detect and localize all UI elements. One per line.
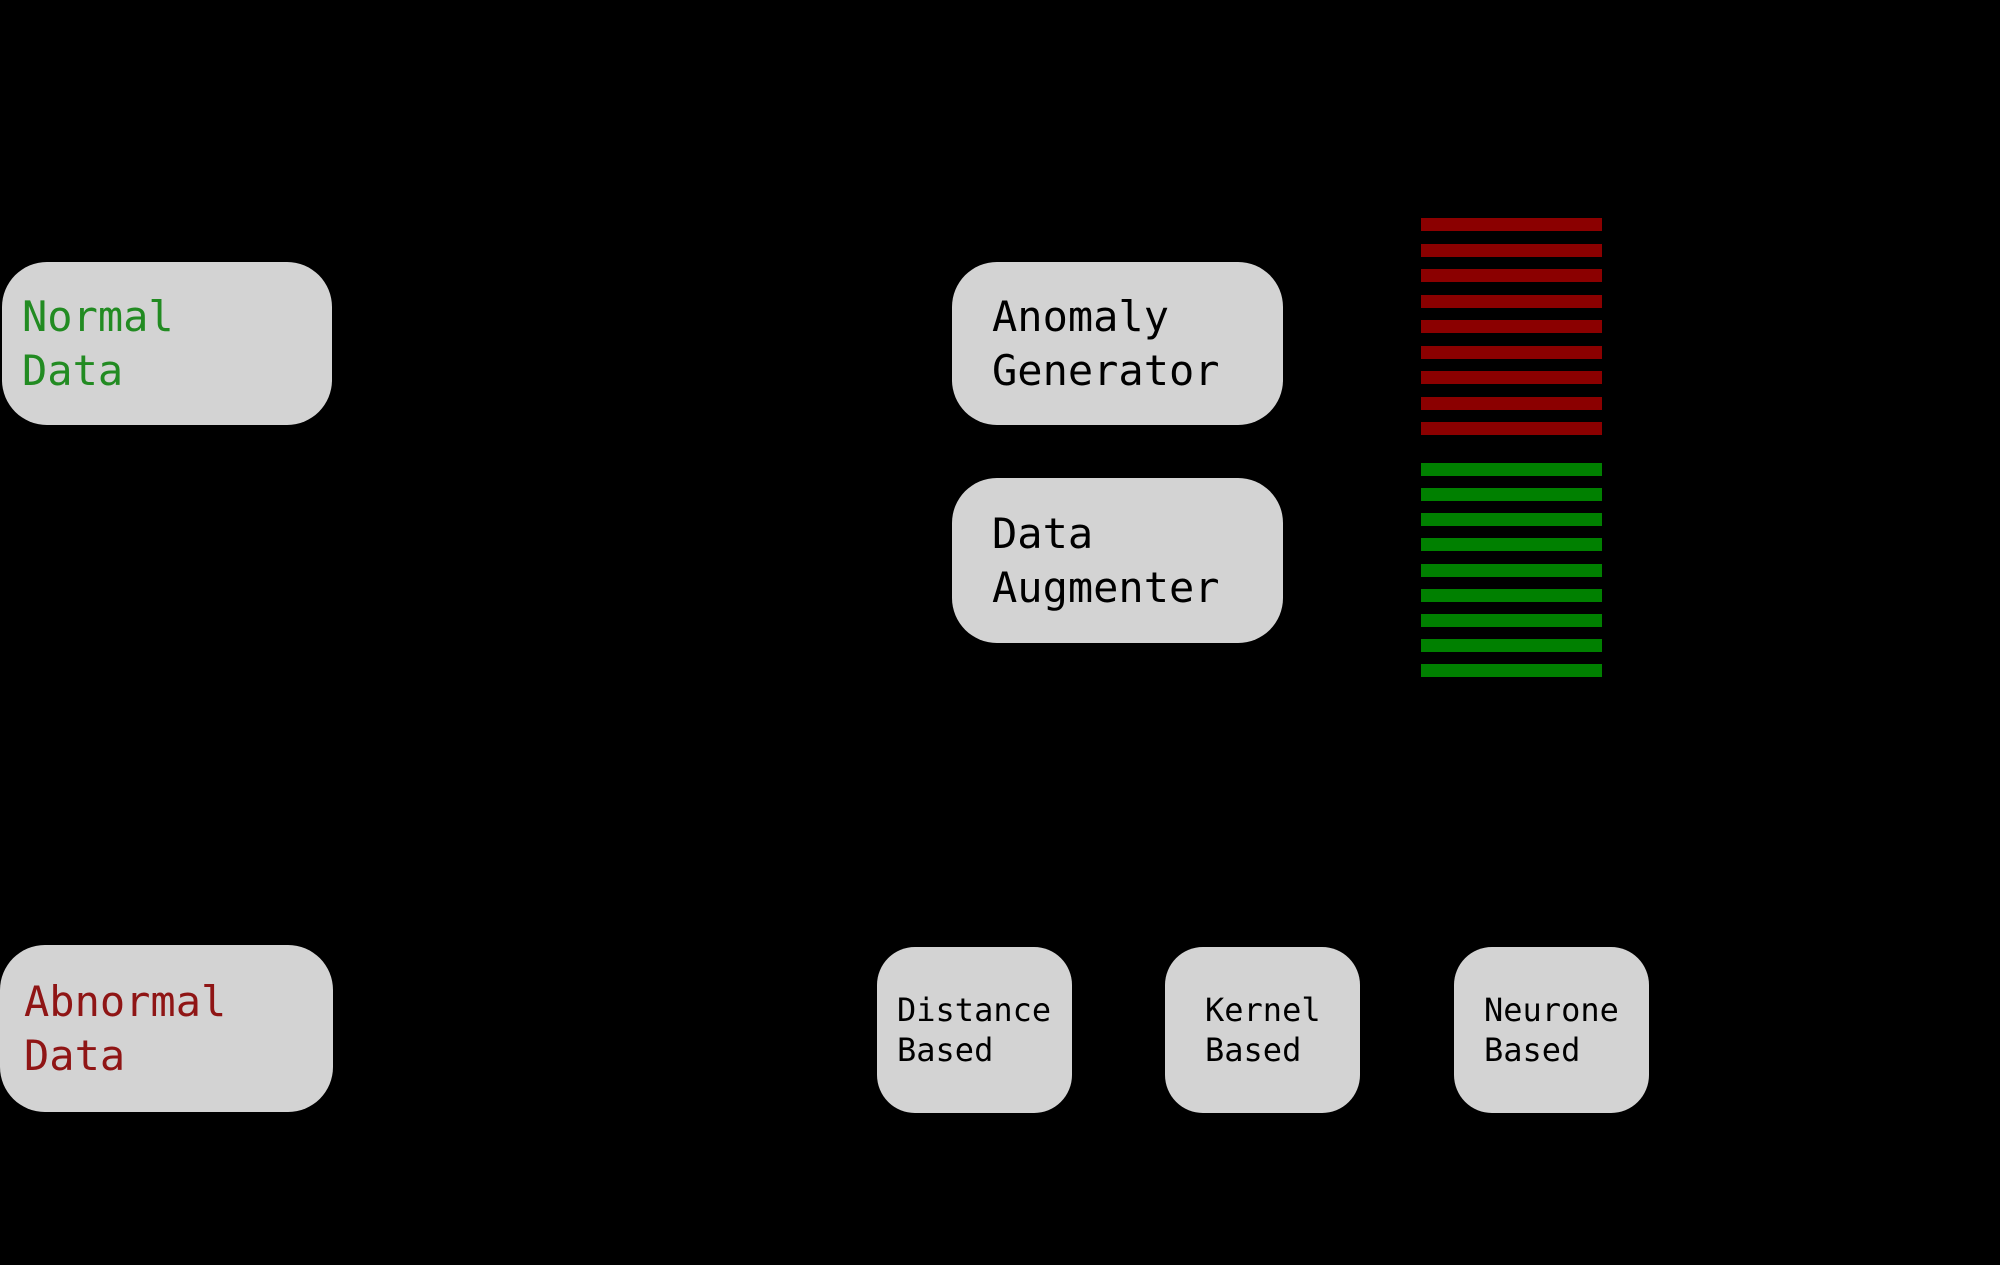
data-augmenter-label-line1: Data — [992, 508, 1094, 558]
stripe — [1421, 294, 1602, 308]
kernel-based-label-line2: Based — [1205, 1031, 1302, 1069]
stripe — [1421, 218, 1602, 231]
kernel-based-box: Kernel Based — [1165, 947, 1360, 1113]
normal-data-box: Normal Data — [2, 262, 332, 425]
data-augmenter-box: Data Augmenter — [952, 478, 1283, 643]
abnormal-data-label-line2: Data — [24, 1030, 126, 1080]
stripe — [1421, 588, 1602, 602]
neurone-based-box: Neurone Based — [1454, 947, 1649, 1113]
stripe — [1421, 463, 1602, 476]
abnormal-data-label-line1: Abnormal — [24, 976, 227, 1026]
distance-based-box: Distance Based — [877, 947, 1072, 1113]
stripe — [1421, 488, 1602, 502]
anomaly-generator-label-line2: Generator — [992, 345, 1220, 395]
normal-sample-stripes — [1421, 463, 1602, 677]
kernel-based-label-line1: Kernel — [1205, 991, 1321, 1029]
stripe — [1421, 269, 1602, 282]
stripe — [1421, 371, 1602, 384]
distance-based-label-line2: Based — [897, 1031, 994, 1069]
anomaly-generator-box: Anomaly Generator — [952, 262, 1283, 425]
distance-based-label-line1: Distance — [897, 991, 1052, 1029]
stripe — [1421, 538, 1602, 552]
neurone-based-label-line1: Neurone — [1484, 991, 1619, 1029]
stripe — [1421, 563, 1602, 577]
stripe — [1421, 396, 1602, 410]
neurone-based-label-line2: Based — [1484, 1031, 1581, 1069]
abnormal-data-box: Abnormal Data — [0, 945, 333, 1112]
stripe — [1421, 422, 1602, 435]
stripe — [1421, 513, 1602, 527]
abnormal-sample-stripes — [1421, 218, 1602, 435]
normal-data-label-line1: Normal — [22, 291, 174, 341]
stripe — [1421, 345, 1602, 359]
anomaly-generator-label-line1: Anomaly — [992, 291, 1170, 341]
stripe — [1421, 243, 1602, 257]
data-augmenter-label-line2: Augmenter — [992, 562, 1220, 612]
normal-data-label-line2: Data — [22, 345, 124, 395]
stripe — [1421, 664, 1602, 677]
stripe — [1421, 613, 1602, 627]
stripe — [1421, 638, 1602, 652]
stripe — [1421, 320, 1602, 333]
